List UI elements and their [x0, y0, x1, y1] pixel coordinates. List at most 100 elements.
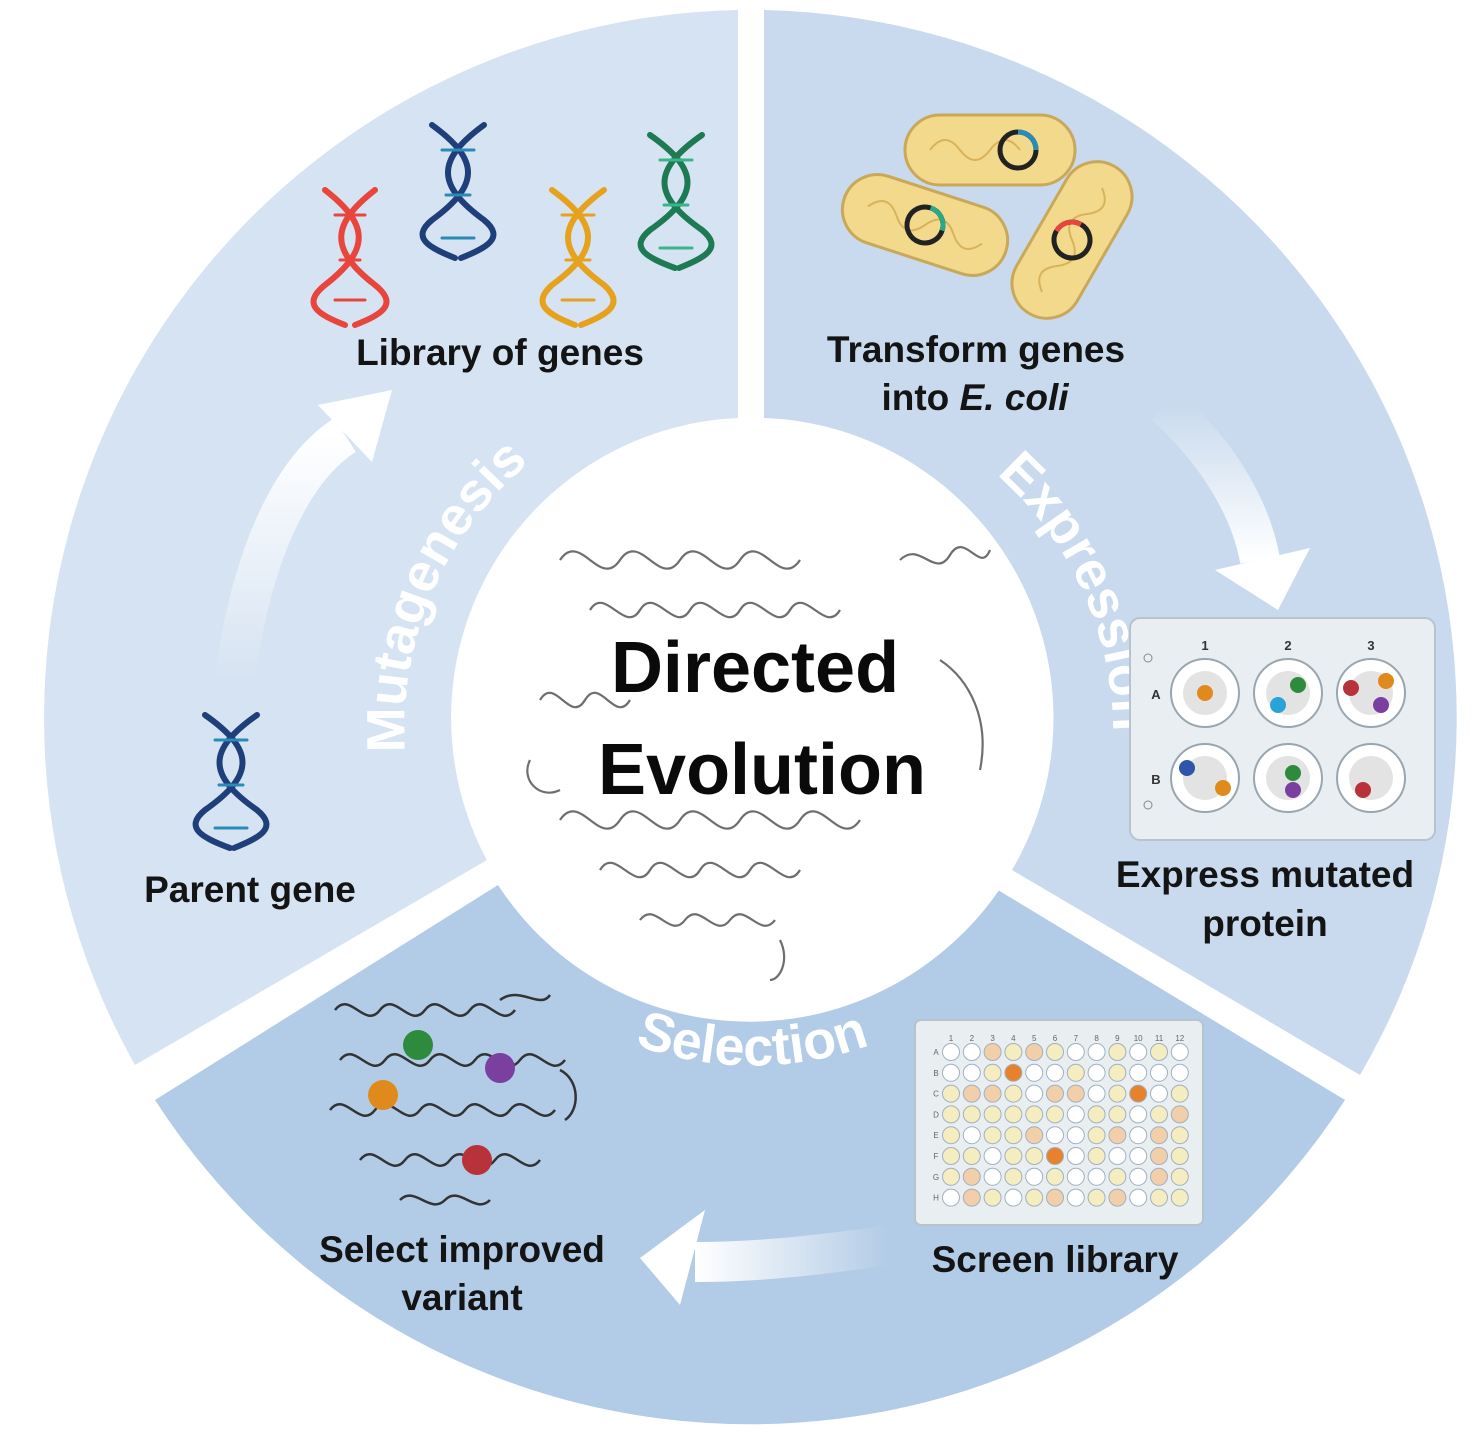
plate-well: [1108, 1167, 1127, 1186]
plate-well: [962, 1147, 981, 1165]
plate-column-label: 1: [949, 1034, 954, 1043]
plate-well: [942, 1167, 960, 1186]
label-select-line2: variant: [401, 1277, 522, 1318]
plate-well: [983, 1167, 1002, 1186]
plate-well: [942, 1126, 960, 1145]
plate-well: [1046, 1147, 1064, 1165]
plate-well: [1066, 1167, 1085, 1186]
dna-helix-icon: [192, 712, 270, 851]
plate-well: [962, 1188, 981, 1207]
plate-column-label: 2: [1284, 638, 1291, 653]
plate-well: [983, 1147, 1002, 1165]
plate-well: [1170, 1126, 1189, 1145]
center-title-line1: Directed: [611, 628, 899, 708]
plate-row-label: A: [933, 1048, 939, 1057]
plate-row-label: B: [1151, 772, 1160, 787]
plate-well: [1129, 1105, 1148, 1124]
center-circle: [452, 420, 1052, 1020]
plate-well: [942, 1043, 960, 1061]
plate-well: [1150, 1188, 1168, 1207]
arrow-icon: [1151, 390, 1310, 610]
plate-well: [962, 1126, 981, 1145]
plate-well: [1004, 1147, 1023, 1165]
plate-well: [1087, 1043, 1106, 1061]
plate-well: [1150, 1063, 1168, 1082]
plate-well: [983, 1126, 1002, 1145]
plate-well: [942, 1188, 960, 1207]
plate-well: [962, 1105, 981, 1124]
plate-well: [1129, 1188, 1148, 1207]
plate-column-label: 3: [1367, 638, 1374, 653]
plate-well: [983, 1043, 1002, 1061]
plate-well: [1004, 1084, 1023, 1103]
arrow-icon: [215, 390, 392, 683]
plate-well: [1108, 1043, 1127, 1061]
plate-well: [1170, 1063, 1189, 1082]
mutation-sphere: [1215, 780, 1231, 796]
plate-column-label: 8: [1094, 1034, 1099, 1043]
plate-well: [1150, 1147, 1168, 1165]
plate-column-label: 6: [1053, 1034, 1058, 1043]
plate-well: [1066, 1084, 1085, 1103]
plate-well: [983, 1188, 1002, 1207]
plate-well: [1025, 1147, 1044, 1165]
plate-column-label: 9: [1115, 1034, 1120, 1043]
plate-row-label: E: [933, 1131, 938, 1140]
variant-mutation-spheres: [368, 1030, 515, 1175]
label-screen: Screen library: [932, 1239, 1179, 1280]
mutation-sphere: [1270, 697, 1286, 713]
plate-column-label: 11: [1155, 1034, 1164, 1043]
mutation-sphere: [1290, 677, 1306, 693]
plate-well: [1170, 1167, 1189, 1186]
plate-well: [1087, 1167, 1106, 1186]
plate-well: [962, 1084, 981, 1103]
mutation-sphere: [1378, 673, 1394, 689]
plate-row-label: D: [933, 1110, 939, 1119]
plate-well: [1170, 1084, 1189, 1103]
plate-well: [1108, 1147, 1127, 1165]
plate-well: [1025, 1126, 1044, 1145]
mutation-sphere: [1343, 680, 1359, 696]
label-transform-line2: into E. coli: [881, 377, 1069, 418]
plate-well: [1150, 1126, 1168, 1145]
plate-column-label: 7: [1074, 1034, 1079, 1043]
plate-well: [1066, 1105, 1085, 1124]
plate-well: [1046, 1043, 1064, 1061]
plate-well: [1129, 1084, 1148, 1103]
label-select-line1: Select improved: [319, 1229, 605, 1270]
plate-well: [1066, 1147, 1085, 1165]
plate-row-label: F: [934, 1152, 939, 1161]
plate-row-label: A: [1151, 687, 1161, 702]
plate-well: [1087, 1084, 1106, 1103]
plate-well: [1066, 1126, 1085, 1145]
plate-column-label: 4: [1011, 1034, 1016, 1043]
arrow-icon: [640, 1210, 893, 1305]
bacteria-icon: [903, 113, 1077, 187]
plate-well: [1129, 1167, 1148, 1186]
mutation-sphere: [1285, 765, 1301, 781]
plate-well: [983, 1063, 1002, 1082]
bacteria-icon: [840, 173, 1010, 277]
plate-well: [1046, 1126, 1064, 1145]
plate-well: [1129, 1147, 1148, 1165]
dna-helix-icon: [419, 122, 497, 261]
plate-well: [1170, 1147, 1189, 1165]
plate-well: [1150, 1084, 1168, 1103]
plate-well: [1066, 1063, 1085, 1082]
plate-well: [1046, 1084, 1064, 1103]
mutation-sphere: [1197, 685, 1213, 701]
plate-well: [1150, 1105, 1168, 1124]
bacteria-icon: [1010, 160, 1134, 320]
dna-helix-icon: [539, 187, 617, 328]
plate-column-label: 1: [1201, 638, 1208, 653]
plate-well: [1025, 1063, 1044, 1082]
label-express-line1: Express mutated: [1116, 854, 1414, 895]
plate-well: [1025, 1043, 1044, 1061]
plate-well: [1046, 1167, 1064, 1186]
label-parent: Parent gene: [144, 869, 356, 910]
plate-well: [1087, 1147, 1106, 1165]
plate-column-label: 12: [1175, 1034, 1184, 1043]
plate-row-label: G: [933, 1173, 939, 1182]
plate-column-label: 3: [990, 1034, 995, 1043]
